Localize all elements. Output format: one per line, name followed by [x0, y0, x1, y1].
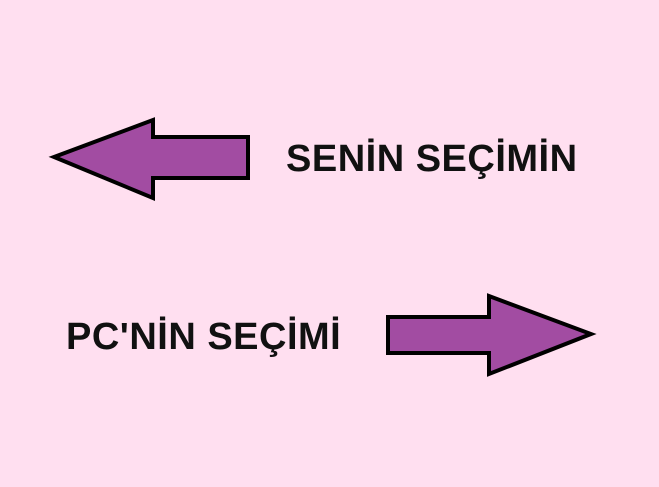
- arrow-right-shape: [386, 293, 597, 377]
- your-choice-label: SENİN SEÇİMİN: [286, 138, 578, 180]
- arrow-left-shape: [48, 117, 250, 201]
- arrow-right-icon: [386, 293, 597, 377]
- arrow-left-icon: [48, 117, 250, 201]
- pc-choice-label: PC'NİN SEÇİMİ: [66, 316, 342, 358]
